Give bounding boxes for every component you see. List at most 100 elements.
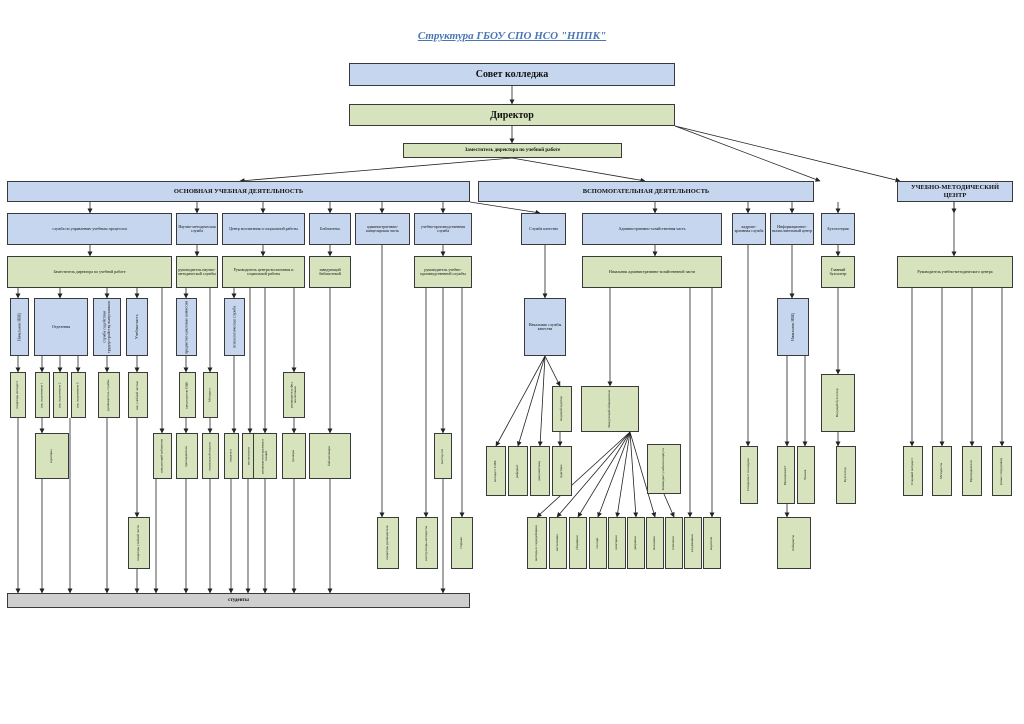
- service-accounting: Бухгалтерия: [821, 213, 855, 245]
- staff-club-leaders: руководители кружков и секций: [253, 433, 277, 479]
- head-scientific-methodical: руководитель научно-методической службы: [176, 256, 218, 288]
- service-computing-center: Информационно-вычислительный центр: [770, 213, 814, 245]
- staff-technician: Техник: [797, 446, 815, 504]
- staff-commandant: Комендант учебного корпуса: [647, 444, 681, 494]
- staff-trainers: тренеры: [282, 433, 306, 479]
- staff-storekeepers: кладовщики: [684, 517, 702, 569]
- staff-instructors: инструкторы-методисты: [416, 517, 438, 569]
- staff-auditors: аудиторы: [552, 446, 572, 496]
- head-educational-production: руководитель учебно-производственной слу…: [414, 256, 472, 288]
- connector-arrow: [511, 157, 646, 183]
- connector-arrow: [544, 355, 561, 387]
- service-scientific-methodical: Научно-методическая служба: [176, 213, 218, 245]
- main-activity-section: ОСНОВНАЯ УЧЕБНАЯ ДЕЯТЕЛЬНОСТЬ: [7, 181, 470, 202]
- staff-locksmiths: слесари: [589, 517, 607, 569]
- staff-cabinet-head: заведующий кабинетом: [153, 433, 172, 479]
- staff-lead-accountant: Ведущий бухгалтер: [821, 374, 855, 432]
- connector-arrow: [537, 355, 546, 447]
- service-educational-production: учебно-производственная служба: [414, 213, 472, 245]
- staff-other: (иные сотрудники): [992, 446, 1012, 496]
- staff-referent: референт: [508, 446, 528, 496]
- connector-arrow: [239, 157, 513, 184]
- staff-study-part-head: зав. учебной частью: [128, 372, 148, 418]
- staff-dept-head-2: зав. отделением 2: [53, 372, 68, 418]
- staff-teachers: преподаватели: [176, 433, 198, 479]
- unit-departments: Отделения: [34, 298, 88, 356]
- staff-programmer: Программист: [777, 446, 795, 504]
- connector-arrow: [469, 201, 541, 215]
- connector-arrow: [629, 431, 639, 518]
- staff-watchmen: сторожа: [451, 517, 473, 569]
- unit-head-nvc-2: Начальник НВЦ: [777, 298, 809, 356]
- staff-janitors: дворники: [627, 517, 645, 569]
- staff-linen-keeper: кастелянша: [549, 517, 567, 569]
- service-quality: Служба качества: [521, 213, 566, 245]
- students-box: студенты: [7, 593, 470, 608]
- unit-employment-service: служба содействия трудоустройству выпуск…: [93, 298, 121, 356]
- staff-dorm-head: Заведующий общежитием: [581, 386, 639, 432]
- staff-lead-auditor: ведущий аудитор: [552, 386, 572, 432]
- staff-mechanics: механики: [646, 517, 664, 569]
- service-administrative-office: административно-канцелярская часть: [355, 213, 410, 245]
- service-personnel-archive: кадрово-архивная служба: [732, 213, 766, 245]
- staff-master-po: мастер п/о: [434, 433, 452, 479]
- staff-personnel-specialist: Специалист по кадрам: [740, 446, 758, 504]
- connector-arrow: [674, 125, 821, 182]
- staff-pck-chairs: председатели ПЦК: [179, 372, 196, 418]
- staff-drivers: водители: [703, 517, 721, 569]
- unit-head-nvc-1: Начальник НВЦ: [10, 298, 29, 356]
- service-educational-process: служба по управлению учебным процессом: [7, 213, 172, 245]
- staff-secretary-manager: секретарь руководителя: [377, 517, 399, 569]
- head-upbringing-center: Руководитель центра воспитания и социаль…: [222, 256, 305, 288]
- staff-pedagogues: педагоги: [224, 433, 239, 479]
- staff-study-secretary: секретарь учебной части: [128, 517, 150, 569]
- staff-phys-ed-head: руководитель физ. воспитания: [283, 372, 305, 418]
- connector-arrow: [674, 125, 901, 183]
- connector-arrow: [597, 431, 631, 518]
- head-chief-accountant: Главный бухгалтер: [821, 256, 855, 288]
- staff-senior-methodist: Старший методист: [903, 446, 923, 496]
- staff-librarians: библиотекари: [309, 433, 351, 479]
- connector-arrow: [516, 355, 546, 447]
- connector-arrow: [556, 431, 631, 518]
- staff-cleaners: уборщики: [569, 517, 587, 569]
- unit-head-quality: Начальник службы качества: [524, 298, 566, 356]
- staff-service-head: руководитель службы: [98, 372, 120, 418]
- connector-arrow: [495, 355, 546, 447]
- auxiliary-activity-section: ВСПОМОГАТЕЛЬНАЯ ДЕЯТЕЛЬНОСТЬ: [478, 181, 814, 202]
- staff-lab-assistants: Лаборанты: [777, 517, 811, 569]
- connector-arrow: [577, 431, 631, 518]
- staff-dept-head-3: зав. отделением 3: [71, 372, 86, 418]
- staff-electricians: электрики: [608, 517, 626, 569]
- staff-secretary-methodist: секретарь методист: [10, 372, 26, 418]
- director-box: Директор: [349, 104, 675, 126]
- unit-study-part: Учебная часть: [126, 298, 148, 356]
- staff-dept-head-1: зав. отделением 1: [35, 372, 50, 418]
- deputy-director-box: Заместитель директора по учебной работе: [403, 143, 622, 158]
- unit-psychological-service: психологическая служба: [224, 298, 245, 356]
- service-library: Библиотека: [309, 213, 351, 245]
- staff-umc-teachers: Преподаватели: [962, 446, 982, 496]
- head-administrative-economic: Начальник административно-хозяйственной …: [582, 256, 722, 288]
- staff-methodists: Методисты: [932, 446, 952, 496]
- staff-social-pedagogue: социальный педагог: [202, 433, 219, 479]
- head-library: заведующий библиотекой: [309, 256, 351, 288]
- service-administrative-economic: Административно-хозяйственная часть: [582, 213, 722, 245]
- connector-arrow: [615, 431, 631, 518]
- connector-arrow: [536, 431, 631, 518]
- connector-arrow: [629, 431, 657, 518]
- umc-section: УЧЕБНО-МЕТОДИЧЕСКИЙ ЦЕНТР: [897, 181, 1013, 202]
- staff-methodist: Методист: [203, 372, 218, 418]
- staff-document-specialist: документовед: [530, 446, 550, 496]
- connector-arrow: [663, 493, 675, 518]
- service-upbringing-center: Центр воспитания и социальной работы: [222, 213, 305, 245]
- unit-subject-commissions: предметно-цикловые комиссии: [176, 298, 197, 356]
- head-umc: Руководитель учебно-методического центра: [897, 256, 1013, 288]
- staff-accountant: Бухгалтер: [836, 446, 856, 504]
- staff-carpenters: плотники: [665, 517, 683, 569]
- page-title: Структура ГБОУ СПО НСО "НППК": [417, 30, 607, 42]
- staff-guards: вахтеры и гардеробщики: [527, 517, 547, 569]
- staff-curators: кураторы: [35, 433, 69, 479]
- council-box: Совет колледжа: [349, 63, 675, 86]
